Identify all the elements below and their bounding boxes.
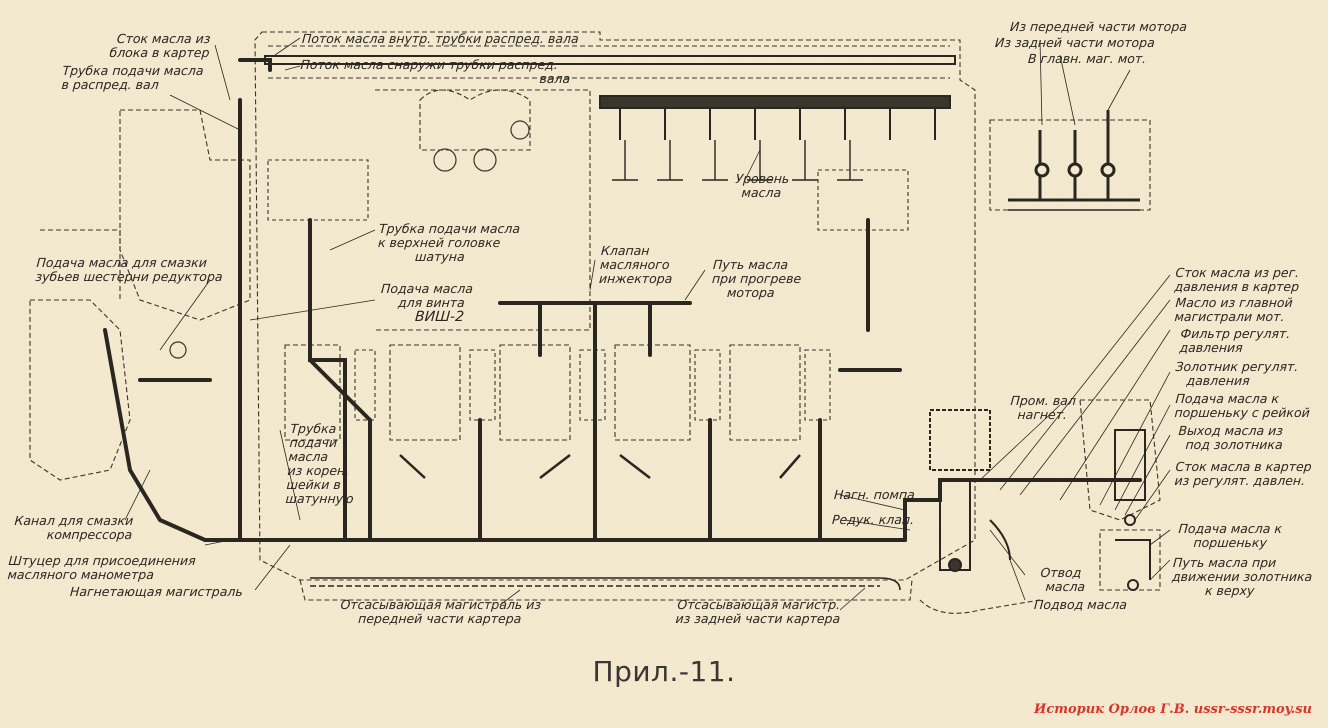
valve-stems <box>612 140 863 181</box>
figure-caption: Прил.-11. <box>592 655 736 688</box>
label-flow-outside: Поток масла снаружи трубки распред.вала <box>300 57 571 86</box>
label-suction-rear: Отсасывающая магистр.из задней части кар… <box>675 597 841 626</box>
label-pressure-pump: Нагн. помпа <box>833 487 916 502</box>
label-from-rear: Из задней части мотора <box>994 35 1156 50</box>
label-reduction-valve: Редук. клап. <box>831 512 915 527</box>
outlet-pipes <box>1008 110 1140 211</box>
connecting-rods <box>399 454 801 479</box>
head-ports <box>169 120 530 359</box>
label-inlet: Подвод масла <box>1033 597 1128 612</box>
label-drain-reg: Сток масла из рег.давления в картер <box>1174 265 1300 294</box>
suction-gallery <box>310 577 901 591</box>
label-flow-inside: Поток масла внутр. трубки распред. вала <box>301 31 580 46</box>
cylinders <box>267 159 909 421</box>
label-from-front: Из передней части мотора <box>1009 19 1188 34</box>
label-to-main: В главн. маг. мот. <box>1027 51 1147 66</box>
watermark: Историк Орлов Г.В. ussr-sssr.moy.su <box>1034 702 1312 717</box>
leader-lines <box>124 37 1171 611</box>
label-pressure-main: Нагнетающая магистраль <box>69 584 244 599</box>
label-filter: Фильтр регулят.давления <box>1179 326 1291 355</box>
label-spool: Золотник регулят.давления <box>1175 359 1299 388</box>
engine-outline <box>29 31 1161 614</box>
oil-pipes <box>103 58 1142 542</box>
